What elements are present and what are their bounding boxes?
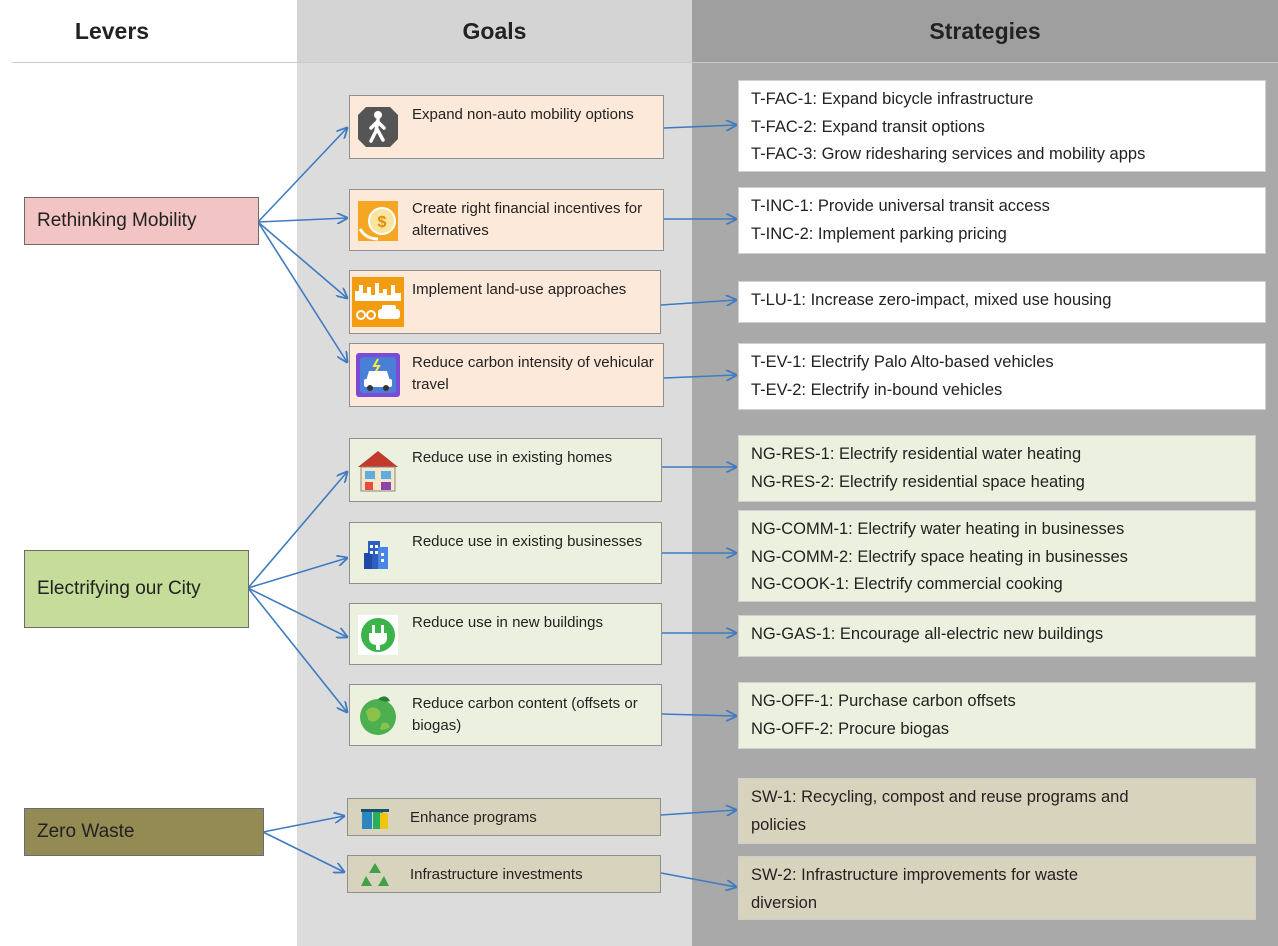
- strategies-header-band: [692, 0, 1278, 62]
- arrow-electric-goal8: [247, 587, 347, 712]
- strategy-line: T-EV-1: Electrify Palo Alto-based vehicl…: [751, 353, 1054, 371]
- goal-box: $ Create right financial incentives for …: [349, 189, 664, 251]
- goal-box: Implement land-use approaches: [349, 270, 661, 334]
- arrow-mobility-goal4: [257, 221, 347, 362]
- strategy-line: NG-COOK-1: Electrify commercial cooking: [751, 575, 1063, 594]
- strategy-line: T-FAC-2: Expand transit options: [751, 117, 985, 136]
- goal-label: Expand non-auto mobility options: [412, 106, 634, 123]
- strategy-line: T-INC-1: Provide universal transit acces…: [751, 197, 1050, 215]
- city-bike-car-icon: [352, 277, 404, 327]
- strategy-box: SW-1: Recycling, compost and reuse progr…: [738, 778, 1256, 844]
- green-globe-icon: [360, 696, 396, 735]
- lever-electrifying-our-city: Electrifying our City: [24, 550, 249, 628]
- goal-label: Implement land-use approaches: [412, 281, 627, 298]
- strategy-line: T-FAC-1: Expand bicycle infrastructure: [751, 90, 1034, 108]
- arrow-electric-goal6: [247, 558, 347, 589]
- arrow-goal10-strategy10: [660, 872, 736, 887]
- arrow-electric-goal7: [247, 587, 347, 637]
- strategy-line: NG-RES-1: Electrify residential water he…: [751, 445, 1082, 463]
- lever-rethinking-mobility: Rethinking Mobility: [24, 197, 259, 245]
- strategy-box: NG-GAS-1: Encourage all-electric new bui…: [738, 615, 1256, 657]
- strategy-line: diversion: [751, 893, 818, 912]
- pedestrian-icon: [358, 107, 398, 147]
- strategy-line: NG-GAS-1: Encourage all-electric new bui…: [751, 625, 1104, 643]
- dollar-coin-icon: $: [358, 201, 398, 241]
- strategy-line: NG-RES-2: Electrify residential space he…: [751, 472, 1085, 491]
- levers-header: Levers: [74, 18, 150, 44]
- arrow-electric-goal5: [247, 472, 347, 589]
- strategy-box: NG-OFF-1: Purchase carbon offsets NG-OFF…: [738, 682, 1256, 749]
- goal-box: Reduce carbon intensity of vehicular tra…: [349, 343, 664, 407]
- goal-label: Create right financial incentives for al…: [412, 200, 643, 239]
- goal-box: Reduce use in existing homes: [349, 438, 662, 502]
- strategy-box: NG-RES-1: Electrify residential water he…: [738, 435, 1256, 502]
- strategy-box: T-EV-1: Electrify Palo Alto-based vehicl…: [738, 343, 1266, 410]
- goals-header-band: [297, 0, 692, 62]
- lever-label: Rethinking Mobility: [37, 210, 197, 232]
- strategy-line: T-INC-2: Implement parking pricing: [751, 224, 1007, 243]
- goal-box: Expand non-auto mobility options: [349, 95, 664, 159]
- arrow-goal9-strategy9: [660, 810, 736, 815]
- house-icon: [358, 451, 398, 492]
- goal-label: Infrastructure investments: [410, 866, 583, 883]
- goal-label: Reduce carbon intensity of vehicular tra…: [412, 354, 654, 393]
- lever-zero-waste: Zero Waste: [24, 808, 264, 856]
- strategy-line: NG-OFF-2: Procure biogas: [751, 719, 950, 738]
- arrow-goal1-strategy1: [663, 125, 736, 128]
- strategy-box: T-INC-1: Provide universal transit acces…: [738, 187, 1266, 254]
- office-building-icon: [364, 541, 388, 569]
- arrow-goal4-strategy4: [663, 375, 736, 378]
- arrow-waste-goal10: [262, 831, 344, 872]
- strategy-line: SW-1: Recycling, compost and reuse progr…: [751, 788, 1129, 806]
- goal-label: Reduce use in new buildings: [412, 614, 603, 631]
- goals-header: Goals: [462, 18, 527, 44]
- strategy-line: SW-2: Infrastructure improvements for wa…: [751, 866, 1079, 884]
- lever-label: Electrifying our City: [37, 578, 201, 600]
- arrow-goal3-strategy3: [660, 300, 736, 305]
- strategy-line: policies: [751, 815, 807, 834]
- strategy-line: NG-COMM-2: Electrify space heating in bu…: [751, 547, 1128, 566]
- strategy-line: T-LU-1: Increase zero-impact, mixed use …: [751, 291, 1112, 309]
- strategies-header: Strategies: [929, 18, 1041, 44]
- goal-box: Infrastructure investments: [347, 855, 661, 893]
- electric-plug-icon: [358, 615, 398, 655]
- strategy-line: T-EV-2: Electrify in-bound vehicles: [751, 380, 1003, 399]
- strategy-line: T-FAC-3: Grow ridesharing services and m…: [751, 145, 1146, 164]
- goal-box: Enhance programs: [347, 798, 661, 836]
- electric-car-icon: [356, 353, 400, 397]
- recycle-symbol-icon: [361, 863, 389, 886]
- svg-text:$: $: [378, 214, 387, 231]
- goal-box: Reduce use in new buildings: [349, 603, 662, 665]
- goal-label: Reduce carbon content (offsets or biogas…: [412, 695, 638, 734]
- lever-label: Zero Waste: [37, 821, 135, 843]
- strategy-box: NG-COMM-1: Electrify water heating in bu…: [738, 510, 1256, 602]
- strategy-box: T-FAC-1: Expand bicycle infrastructure T…: [738, 80, 1266, 172]
- strategy-line: NG-OFF-1: Purchase carbon offsets: [751, 692, 1016, 710]
- strategy-box: SW-2: Infrastructure improvements for wa…: [738, 856, 1256, 920]
- goal-box: Reduce use in existing businesses: [349, 522, 662, 584]
- strategy-box: T-LU-1: Increase zero-impact, mixed use …: [738, 281, 1266, 323]
- arrow-mobility-goal2: [257, 218, 347, 222]
- strategy-line: NG-COMM-1: Electrify water heating in bu…: [751, 520, 1125, 538]
- goal-label: Enhance programs: [410, 809, 537, 826]
- header-divider: [12, 62, 1278, 63]
- arrow-waste-goal9: [262, 816, 344, 833]
- arrow-goal8-strategy8: [660, 714, 736, 716]
- goal-box: Reduce carbon content (offsets or biogas…: [349, 684, 662, 746]
- recycling-bins-icon: [361, 809, 389, 829]
- goal-label: Reduce use in existing businesses: [412, 533, 643, 550]
- arrow-mobility-goal3: [257, 221, 347, 298]
- arrow-mobility-goal1: [257, 128, 347, 223]
- goal-label: Reduce use in existing homes: [412, 449, 613, 466]
